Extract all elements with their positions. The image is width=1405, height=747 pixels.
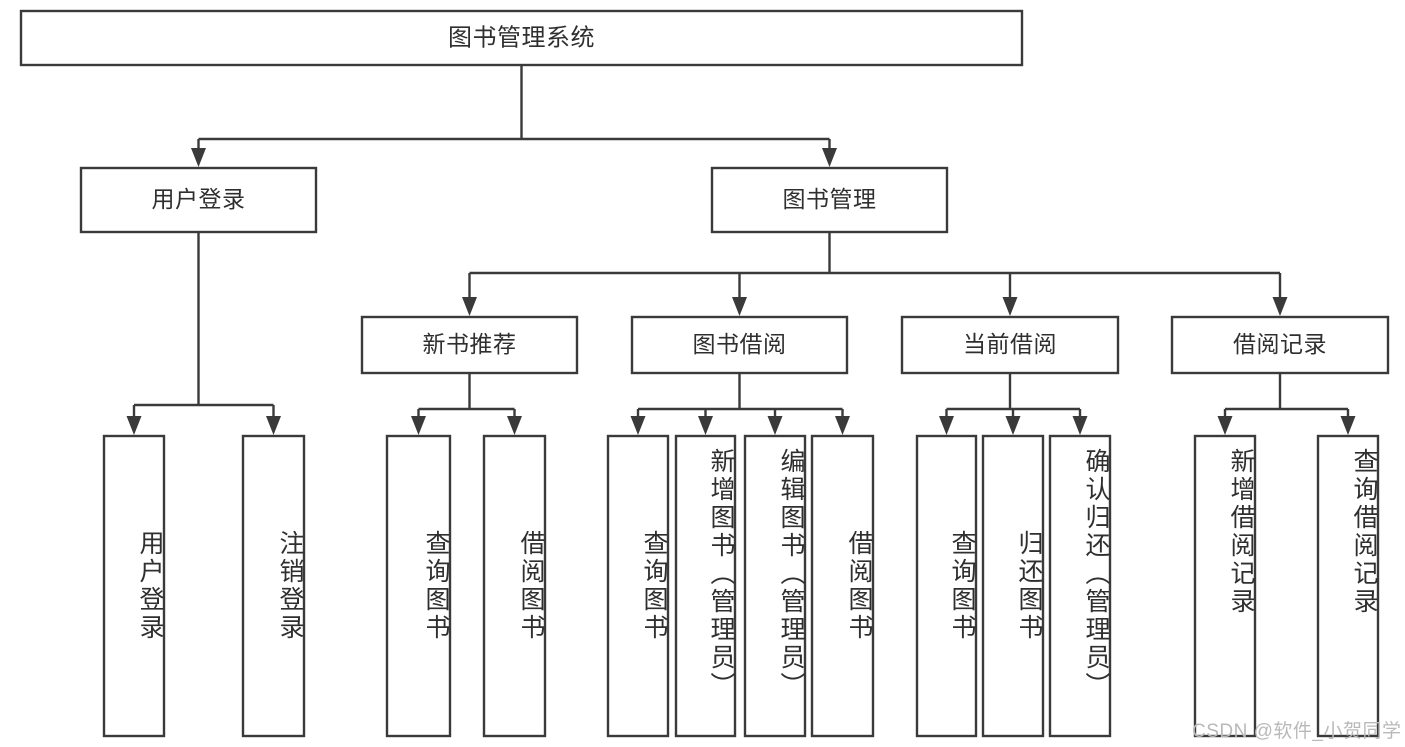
- node-box-leaf-11[interactable]: [1193, 434, 1257, 738]
- node-box-leaf-12[interactable]: [1316, 434, 1380, 738]
- node-box-leaf-4[interactable]: [606, 434, 670, 738]
- node-box-leaf-9[interactable]: [981, 434, 1045, 738]
- node-box-level3-2[interactable]: [900, 315, 1120, 375]
- node-box-leaf-1[interactable]: [241, 434, 306, 738]
- node-label-root: 图书管理系统: [448, 24, 595, 51]
- arrow-head-icon: [835, 416, 850, 435]
- arrow-head-icon: [1217, 416, 1233, 435]
- node-box-leaf-10[interactable]: [1048, 434, 1112, 738]
- node-box-leaf-5[interactable]: [674, 434, 737, 738]
- arrow-head-icon: [1340, 416, 1356, 435]
- node-box-leaf-2[interactable]: [385, 434, 452, 738]
- node-box-root[interactable]: [19, 9, 1024, 67]
- node-box-level2-0[interactable]: [79, 166, 318, 234]
- arrow-head-icon: [939, 416, 954, 435]
- node-box-level3-0[interactable]: [360, 315, 579, 375]
- arrow-head-icon: [1005, 416, 1021, 435]
- node-label-level3-2: 当前借阅: [963, 331, 1057, 357]
- watermark: CSDN @软件_小贺同学: [1192, 721, 1402, 742]
- arrow-head-icon: [411, 416, 426, 435]
- node-label-level3-3: 借阅记录: [1233, 331, 1327, 357]
- node-box-level3-3[interactable]: [1170, 315, 1390, 375]
- arrow-head-icon: [1272, 297, 1288, 316]
- node-box-leaf-6[interactable]: [743, 434, 807, 738]
- arrow-head-icon: [1002, 297, 1018, 316]
- arrow-head-icon: [767, 416, 783, 435]
- arrow-head-icon: [698, 416, 713, 435]
- node-box-leaf-0[interactable]: [102, 434, 166, 738]
- node-box-leaf-8[interactable]: [915, 434, 978, 738]
- node-label-level3-0: 新书推荐: [423, 331, 517, 357]
- node-label-level2-1: 图书管理: [783, 186, 877, 212]
- arrow-head-icon: [191, 148, 206, 167]
- node-box-leaf-3[interactable]: [482, 434, 547, 738]
- arrow-head-icon: [126, 416, 142, 435]
- arrow-head-icon: [732, 297, 747, 316]
- node-box-level2-1[interactable]: [710, 166, 949, 234]
- node-box-leaf-7[interactable]: [810, 434, 875, 738]
- arrow-head-icon: [266, 416, 281, 435]
- node-label-level3-1: 图书借阅: [693, 331, 787, 357]
- arrow-head-icon: [630, 416, 646, 435]
- arrow-head-icon: [462, 297, 477, 316]
- connectors-layer: [126, 65, 1356, 435]
- node-label-level2-0: 用户登录: [152, 186, 246, 212]
- node-box-level3-1[interactable]: [630, 315, 849, 375]
- arrow-head-icon: [822, 148, 837, 167]
- arrow-head-icon: [507, 416, 522, 435]
- arrow-head-icon: [1072, 416, 1088, 435]
